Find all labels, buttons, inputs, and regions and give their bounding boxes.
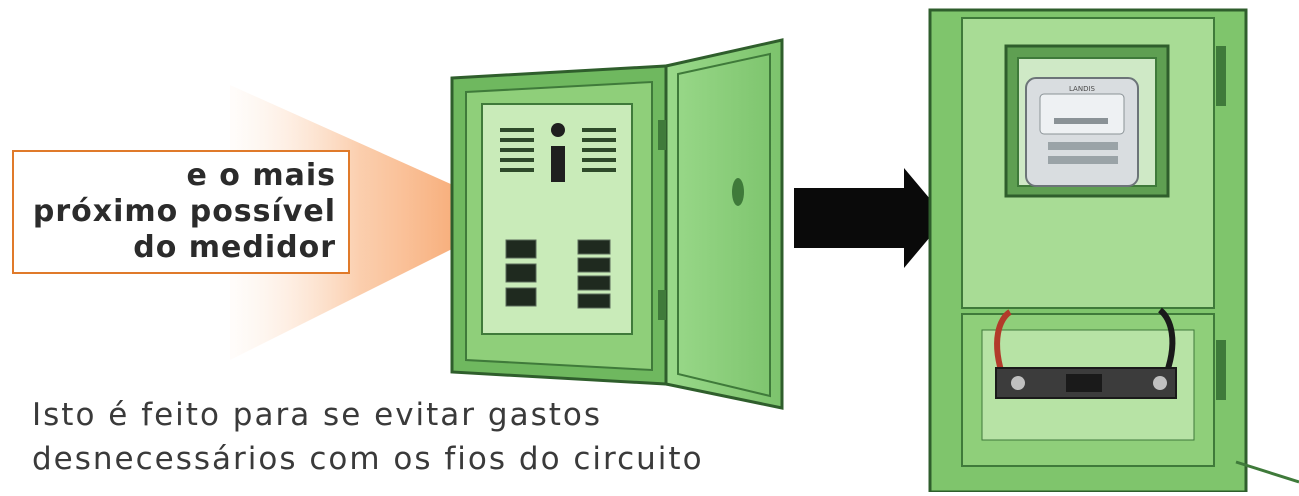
caption-line-2: desnecessários com os fios do circuito — [32, 441, 704, 477]
breaker-panel — [450, 38, 784, 410]
breakers — [505, 239, 611, 309]
callout-line-1: e o mais — [186, 158, 336, 193]
vent-slots — [500, 128, 616, 172]
callout-line-2: próximo possível — [32, 194, 336, 229]
caption-line-1: Isto é feito para se evitar gastos — [32, 397, 602, 433]
meter-cabinet: LANDIS — [928, 8, 1299, 494]
callout-line-3: do medidor — [133, 230, 336, 265]
callout-box: e o mais próximo possível do medidor — [12, 150, 350, 274]
indicator-light — [551, 123, 565, 137]
door-latch — [732, 178, 744, 206]
cabinet-door — [664, 38, 784, 410]
caption: Isto é feito para se evitar gastos desne… — [32, 393, 704, 481]
meter-brand: LANDIS — [1069, 85, 1096, 93]
direction-arrow — [794, 168, 946, 268]
